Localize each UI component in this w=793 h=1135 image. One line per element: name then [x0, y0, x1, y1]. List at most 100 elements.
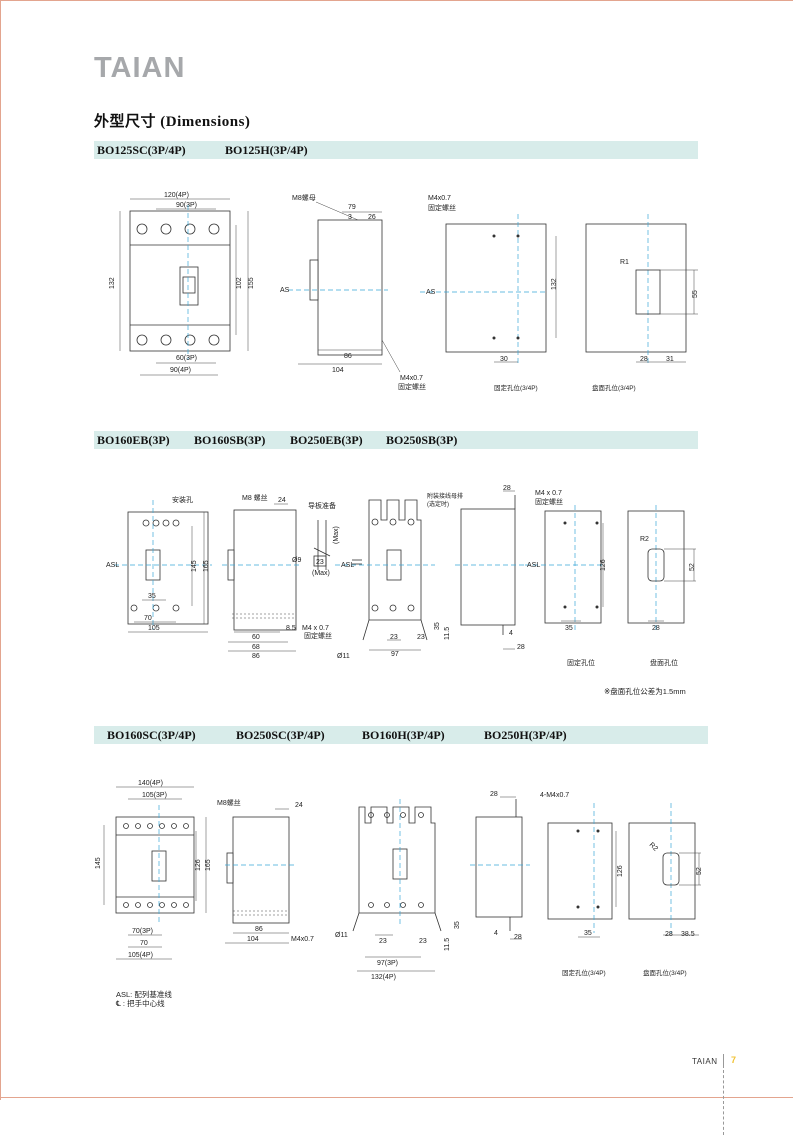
dim-label: 104: [247, 936, 259, 943]
dim-label: 35: [434, 622, 441, 630]
dim-label: 79: [348, 204, 356, 211]
dim-label: M8螺母: [292, 193, 316, 202]
brand-logo: TAIAN: [94, 52, 186, 84]
dim-label: 固定螺丝: [398, 382, 426, 391]
dim-label: 导板准备: [308, 501, 336, 510]
footer-divider: [723, 1054, 724, 1068]
dim-label: 70: [144, 615, 152, 622]
dim-label: 38.5: [681, 931, 695, 938]
dim-label: (Max): [312, 570, 330, 577]
dim-label: 90(4P): [170, 367, 191, 374]
dim-label: 固定螺丝: [428, 203, 456, 212]
page-title: 外型尺寸 (Dimensions): [94, 114, 251, 130]
section-bar-2: BO160EB(3P) BO160SB(3P) BO250EB(3P) BO25…: [94, 431, 698, 449]
dim-label: 固定螺丝: [304, 631, 332, 640]
dim-label: 155: [248, 277, 255, 289]
page-frame-top: [0, 0, 793, 1]
dim-label: 26: [368, 214, 376, 221]
as-label: AS: [426, 289, 436, 296]
dim-label: 165: [203, 560, 210, 572]
dim-label: 55: [692, 290, 699, 298]
s1-front-view: 120(4P) 90(3P) 132 102 155 60(3P) 90(4P): [109, 192, 255, 376]
dim-label: 145: [95, 857, 102, 869]
dim-label: 23: [379, 938, 387, 945]
dim-label: 30: [500, 356, 508, 363]
dim-label: 105(4P): [128, 952, 153, 959]
dim-label: 28: [517, 644, 525, 651]
asl-label: ASL: [527, 562, 540, 569]
caption: 固定孔位: [567, 658, 595, 667]
dim-label: 105: [148, 625, 160, 632]
legend-centerline: ℄ : 把手中心线: [116, 999, 165, 1008]
dim-label: 11.5: [444, 938, 451, 951]
dim-label: 28: [490, 791, 498, 798]
s2-side-view: M8 螺丝 24 8.5 M4 x 0.7 固定螺丝 60 68 86: [222, 493, 332, 660]
dim-label: 23: [316, 559, 324, 566]
footer-dashed-line: [723, 1070, 724, 1135]
dim-label: 4: [494, 930, 498, 937]
dim-label: R1: [620, 259, 629, 266]
dim-label: R2: [640, 536, 649, 543]
dim-label: 165: [205, 859, 212, 871]
s2-side-view-2: 28 4 28: [455, 485, 527, 651]
dim-label: 24: [278, 497, 286, 504]
model-label: BO250H(3P/4P): [484, 728, 567, 742]
dim-label: Ø11: [337, 653, 350, 660]
dim-label: 126: [617, 865, 624, 877]
dim-label: 附装接线母排: [427, 492, 463, 500]
s3-side-view: M8螺丝 24 86 104 M4x0.7: [217, 798, 314, 944]
dim-label: 70(3P): [132, 928, 153, 935]
model-label: BO125H(3P/4P): [225, 143, 308, 157]
dim-label: 102: [236, 277, 243, 289]
s3-mounting-holes: 4-M4x0.7 126 35 固定孔位(3/4P): [540, 792, 624, 977]
dim-label: 145: [191, 560, 198, 572]
dim-label: 31: [666, 356, 674, 363]
caption: 固定孔位(3/4P): [494, 383, 538, 392]
dim-label: (选定时): [427, 500, 449, 508]
model-label: BO160H(3P/4P): [362, 728, 445, 742]
dim-label: 28: [514, 934, 522, 941]
dim-label: 52: [689, 563, 696, 571]
dim-label: M4x0.7: [291, 936, 314, 943]
dim-label: 86: [344, 353, 352, 360]
model-label: BO160SB(3P): [194, 433, 266, 447]
dim-label: 105(3P): [142, 792, 167, 799]
dim-label: M8 螺丝: [242, 493, 268, 502]
s2-front-view: 安装孔 ASL 145 165 35 70 105: [106, 495, 212, 633]
tolerance-note: ※盘面孔位公差为1.5mm: [604, 687, 686, 696]
dim-label: 60: [252, 634, 260, 641]
legend-asl: ASL: 配列基准线: [116, 990, 172, 999]
model-label: BO160SC(3P/4P): [107, 728, 196, 742]
s3-front-view: 140(4P) 105(3P) 145 126 165 70(3P) 70 10…: [95, 780, 212, 960]
dim-label: 8.5: [286, 625, 296, 632]
s2-panel-cutout: R2 52 28 盘面孔位: [627, 505, 696, 667]
dim-label: 97: [391, 651, 399, 658]
model-label: BO125SC(3P/4P): [97, 143, 186, 157]
s2-busbar-detail: 导板准备 Ø9 23 (Max) (Max): [292, 501, 362, 577]
dim-label: 固定螺丝: [535, 497, 563, 506]
dim-label: 140(4P): [138, 780, 163, 787]
dim-label: 3: [348, 214, 352, 221]
model-label: BO250SC(3P/4P): [236, 728, 325, 742]
dim-label: 120(4P): [164, 192, 189, 199]
caption: 固定孔位(3/4P): [562, 968, 606, 977]
dim-label: 23: [419, 938, 427, 945]
s1-mounting-holes: M4x0.7 固定螺丝 AS 132 30 固定孔位(3/4P): [420, 195, 558, 392]
caption: 盘面孔位(3/4P): [643, 968, 687, 977]
dim-label: 104: [332, 367, 344, 374]
dim-label: M4x0.7: [400, 375, 423, 382]
page-frame-bottom: [0, 1097, 793, 1098]
dim-label: 24: [295, 802, 303, 809]
dim-label: 52: [696, 867, 703, 875]
page-number: 7: [731, 1055, 737, 1065]
dim-label: 97(3P): [377, 960, 398, 967]
s1-panel-cutout: R1 55 28 31 盘面孔位(3/4P): [585, 214, 699, 392]
dim-label: 132: [551, 278, 558, 290]
caption: 盘面孔位(3/4P): [592, 383, 636, 392]
dim-label: 86: [252, 653, 260, 660]
dim-label: M8螺丝: [217, 798, 241, 807]
footer-brand: TAIAN: [692, 1057, 718, 1066]
dim-label: 90(3P): [176, 202, 197, 209]
dim-label: 60(3P): [176, 355, 197, 362]
dim-label: 35: [565, 625, 573, 632]
